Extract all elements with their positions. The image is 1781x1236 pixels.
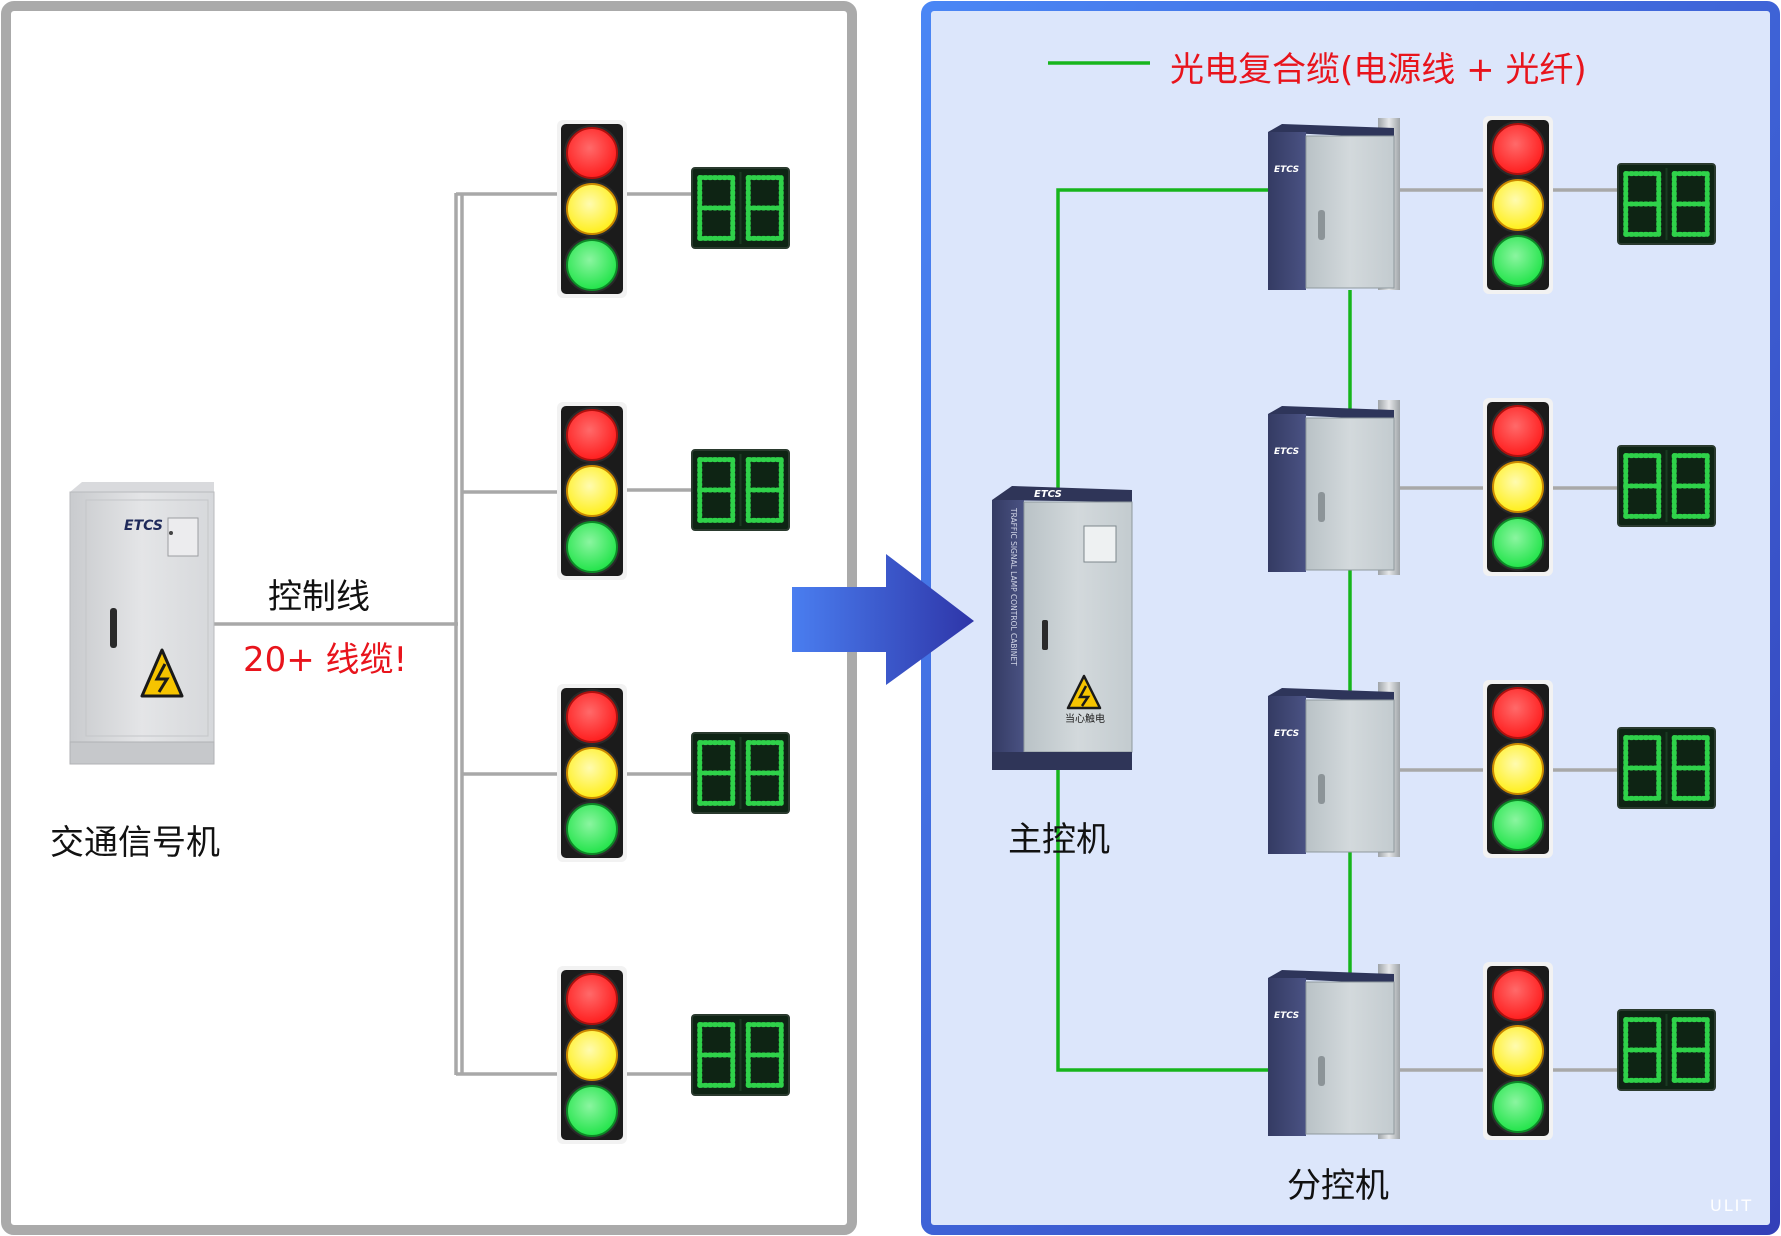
fiber-cables xyxy=(1048,61,1352,1072)
branch-box-side xyxy=(1268,696,1306,854)
control-wires xyxy=(210,192,692,1076)
branch-box-handle-icon xyxy=(1318,210,1325,240)
branch-controller-box: ETCS xyxy=(1268,970,1395,1136)
main-controller-cabinet: 当心触电 ETCS TRAFFIC SIGNAL LAMP CONTROL CA… xyxy=(992,486,1133,770)
left-traffic-lights xyxy=(557,120,627,1144)
main-cabinet-handle-icon xyxy=(1042,620,1048,650)
green-lamp-icon xyxy=(566,803,618,855)
green-lamp-icon xyxy=(566,239,618,291)
main-cabinet-side-text: TRAFFIC SIGNAL LAMP CONTROL CABINET xyxy=(1009,507,1018,666)
countdown-display xyxy=(691,167,790,249)
branch-box-handle-icon xyxy=(1318,1056,1325,1086)
yellow-lamp-icon xyxy=(1492,179,1544,231)
branch-box-roof xyxy=(1268,124,1394,138)
green-lamp-icon xyxy=(1492,235,1544,287)
traffic-light xyxy=(557,120,627,298)
traffic-light xyxy=(1483,116,1553,294)
yellow-lamp-icon xyxy=(1492,461,1544,513)
main-to-branch-bottom-cable xyxy=(1056,770,1268,1072)
branch-box-side xyxy=(1268,414,1306,572)
green-lamp-icon xyxy=(1492,799,1544,851)
branch-controller-box: ETCS xyxy=(1268,406,1395,572)
warning-label: 20+ 线缆! xyxy=(243,640,408,680)
yellow-lamp-icon xyxy=(1492,1025,1544,1077)
branch-box-brand: ETCS xyxy=(1274,447,1299,457)
cabinet-door xyxy=(85,499,209,737)
wire-label: 控制线 xyxy=(268,577,370,617)
branch-box-roof xyxy=(1268,688,1394,702)
cabinet-plinth xyxy=(69,741,215,765)
electric-warning-icon xyxy=(140,648,184,698)
traffic-signal-cabinet: ETCS xyxy=(69,482,215,765)
lightning-bolt-icon xyxy=(154,663,170,693)
red-lamp-icon xyxy=(566,691,618,743)
branch-box-roof xyxy=(1268,406,1394,420)
countdown-display xyxy=(1617,445,1716,527)
cabinet-handle-icon xyxy=(110,608,117,648)
red-lamp-icon xyxy=(1492,687,1544,739)
traffic-light xyxy=(557,402,627,580)
right-countdown-displays xyxy=(1617,163,1716,1091)
red-lamp-icon xyxy=(1492,123,1544,175)
main-cabinet-brand: ETCS xyxy=(1034,489,1062,500)
green-lamp-icon xyxy=(566,1085,618,1137)
branch-box-brand: ETCS xyxy=(1274,729,1299,739)
countdown-display xyxy=(691,1014,790,1096)
red-lamp-icon xyxy=(566,409,618,461)
cabinet-top xyxy=(70,482,214,492)
branch-controller-box: ETCS xyxy=(1268,124,1395,290)
left-countdown-displays xyxy=(691,167,790,1096)
traffic-light xyxy=(1483,962,1553,1140)
branch-controllers: ETCS ETCS ETCS ETCS xyxy=(1268,124,1395,1136)
green-lamp-icon xyxy=(1492,1081,1544,1133)
branch-controller-box: ETCS xyxy=(1268,688,1395,854)
red-lamp-icon xyxy=(566,127,618,179)
yellow-lamp-icon xyxy=(1492,743,1544,795)
main-cabinet-roof xyxy=(992,486,1132,502)
red-lamp-icon xyxy=(566,973,618,1025)
watermark: ULIT xyxy=(1710,1196,1754,1215)
countdown-display xyxy=(1617,727,1716,809)
countdown-display xyxy=(691,732,790,814)
main-cabinet-side xyxy=(992,500,1024,758)
branch-box-handle-icon xyxy=(1318,492,1325,522)
branch-box-side xyxy=(1268,132,1306,290)
cabinet-window xyxy=(167,517,199,557)
countdown-display xyxy=(691,449,790,531)
traffic-light xyxy=(557,966,627,1144)
traffic-light xyxy=(1483,680,1553,858)
red-lamp-icon xyxy=(1492,405,1544,457)
right-traffic-lights xyxy=(1483,116,1553,1140)
cabinet-brand: ETCS xyxy=(124,518,163,534)
main-cabinet-nameplate xyxy=(1083,525,1117,563)
green-lamp-icon xyxy=(1492,517,1544,569)
branch-box-handle-icon xyxy=(1318,774,1325,804)
branch-box-brand: ETCS xyxy=(1274,1011,1299,1021)
cabinet-lock xyxy=(169,531,173,535)
countdown-display xyxy=(1617,1009,1716,1091)
main-to-branch-top-cable xyxy=(1056,188,1268,490)
main-warning-text: 当心触电 xyxy=(1065,712,1105,725)
branch-lamp-wires xyxy=(1400,188,1618,1072)
yellow-lamp-icon xyxy=(566,465,618,517)
yellow-lamp-icon xyxy=(566,183,618,235)
cabinet-label: 交通信号机 xyxy=(50,823,220,863)
legend-label: 光电复合缆(电源线 + 光纤) xyxy=(1170,50,1587,90)
main-cabinet-plinth xyxy=(992,752,1132,770)
transition-arrow-icon xyxy=(792,554,974,685)
traffic-light xyxy=(557,684,627,862)
countdown-display xyxy=(1617,163,1716,245)
main-controller-label: 主控机 xyxy=(1008,820,1110,860)
branch-box-roof xyxy=(1268,970,1394,984)
red-lamp-icon xyxy=(1492,969,1544,1021)
main-lightning-bolt-icon xyxy=(1077,685,1091,707)
yellow-lamp-icon xyxy=(566,747,618,799)
green-lamp-icon xyxy=(566,521,618,573)
traffic-light xyxy=(1483,398,1553,576)
branch-box-side xyxy=(1268,978,1306,1136)
branch-box-brand: ETCS xyxy=(1274,165,1299,175)
yellow-lamp-icon xyxy=(566,1029,618,1081)
branch-controller-label: 分控机 xyxy=(1287,1166,1389,1206)
